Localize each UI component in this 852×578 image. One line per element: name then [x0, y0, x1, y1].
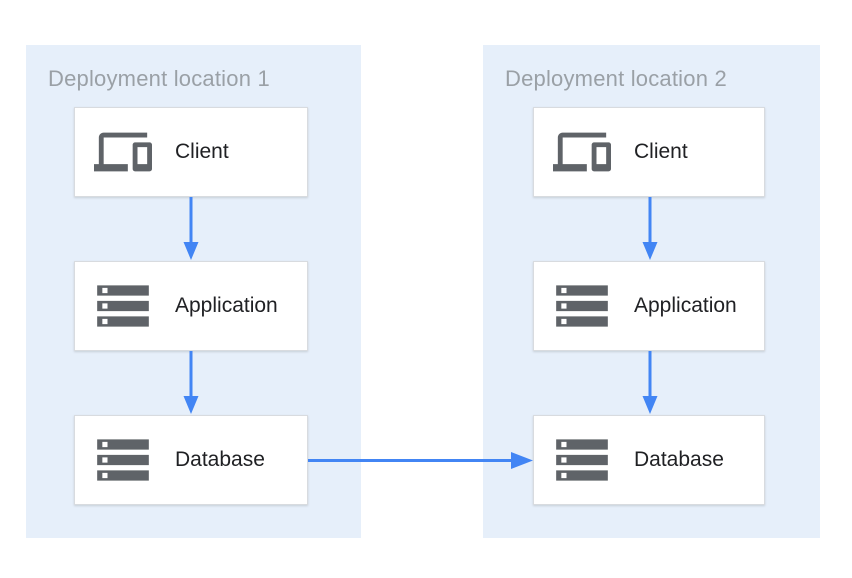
database-node: Database	[74, 415, 308, 505]
devices-icon	[91, 123, 155, 181]
node-label: Client	[634, 140, 688, 163]
node-label: Database	[175, 448, 265, 471]
client-node: Client	[74, 107, 308, 197]
deployment-location-1-panel: Deployment location 1 Client Application	[26, 45, 361, 538]
application-node: Application	[74, 261, 308, 351]
storage-icon	[91, 275, 155, 337]
storage-icon	[550, 275, 614, 337]
node-label: Application	[175, 294, 278, 317]
node-label: Client	[175, 140, 229, 163]
deployment-location-2-panel: Deployment location 2 Client Application	[483, 45, 820, 538]
panel-title: Deployment location 2	[505, 66, 727, 91]
storage-icon	[91, 429, 155, 491]
node-label: Database	[634, 448, 724, 471]
database-node: Database	[533, 415, 765, 505]
client-node: Client	[533, 107, 765, 197]
application-node: Application	[533, 261, 765, 351]
storage-icon	[550, 429, 614, 491]
panel-title: Deployment location 1	[48, 66, 270, 91]
node-label: Application	[634, 294, 737, 317]
devices-icon	[550, 123, 614, 181]
